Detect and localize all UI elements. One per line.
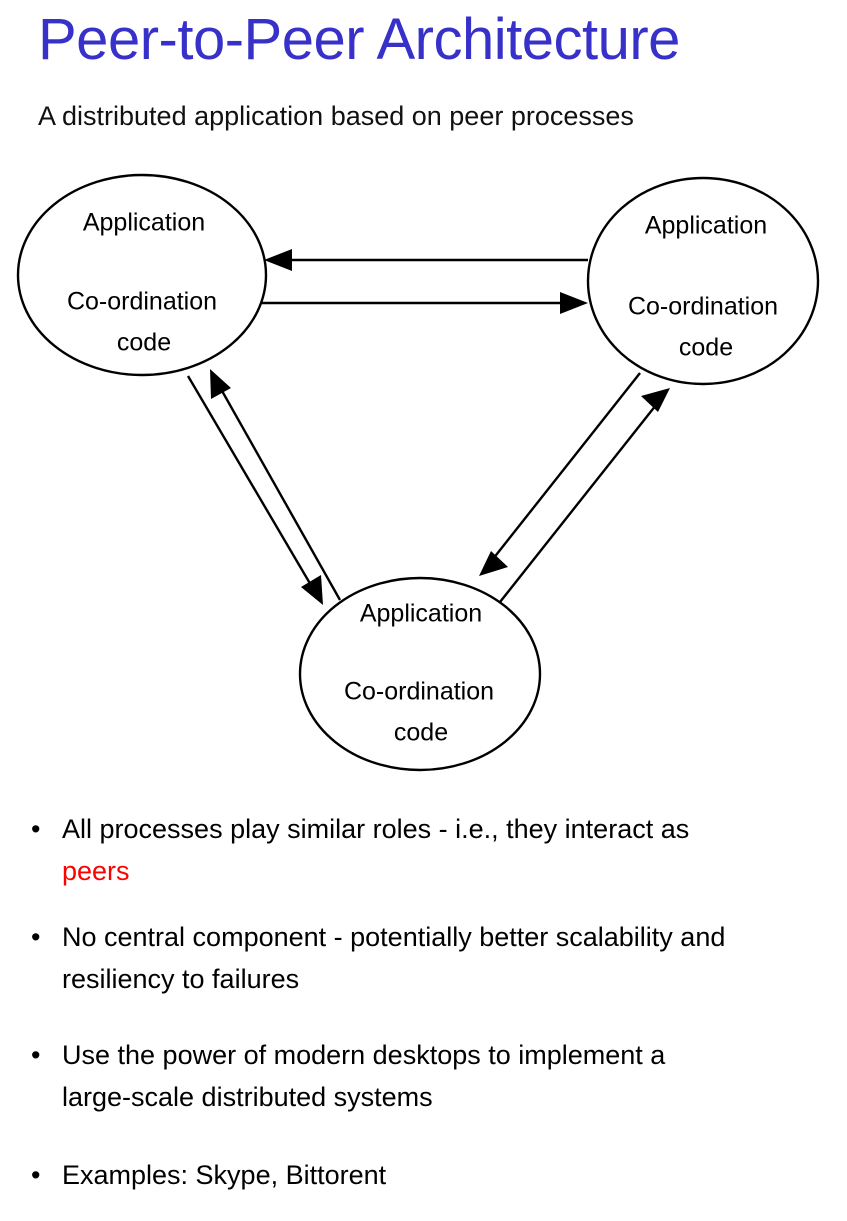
bullet-marker-icon: •	[31, 814, 41, 844]
bullet-marker-icon: •	[31, 1040, 41, 1070]
peer-node-coordination-label: Co-ordination	[628, 293, 778, 321]
peer-node-code-label: code	[394, 719, 448, 747]
peer-node-ellipse	[298, 576, 542, 772]
peer-node-ellipse	[16, 173, 268, 377]
peer-to-peer-diagram: Application Co-ordination code Applicati…	[0, 160, 847, 800]
peer-node-coordination-label: Co-ordination	[67, 288, 217, 316]
peer-node-application-label: Application	[645, 212, 767, 240]
bullet-text-segment: Use the power of modern desktops to impl…	[62, 1040, 666, 1112]
list-item: • All processes play similar roles - i.e…	[0, 808, 847, 892]
peer-node-code-label: code	[117, 329, 171, 357]
edge-bottom-to-topright	[499, 388, 670, 603]
edge-topright-to-bottom	[479, 372, 641, 576]
edge-right-to-left-top	[264, 249, 588, 271]
peer-node-top-left[interactable]: Application Co-ordination code	[16, 173, 268, 377]
peer-node-top-right[interactable]: Application Co-ordination code	[586, 176, 820, 386]
list-item: • Examples: Skype, Bittorent	[0, 1154, 847, 1196]
peer-node-coordination-label: Co-ordination	[344, 678, 494, 706]
page-subtitle: A distributed application based on peer …	[38, 101, 634, 131]
peer-node-application-label: Application	[83, 209, 205, 237]
page-title: Peer-to-Peer Architecture	[38, 7, 680, 72]
edge-bottom-to-topleft	[210, 369, 342, 601]
bullet-text-segment: All processes play similar roles - i.e.,…	[62, 814, 690, 844]
bullet-marker-icon: •	[31, 1160, 41, 1190]
bullet-text: Examples: Skype, Bittorent	[62, 1154, 847, 1196]
bullet-marker-icon: •	[31, 922, 41, 952]
peer-node-application-label: Application	[360, 600, 482, 628]
list-item: • Use the power of modern desktops to im…	[0, 1034, 847, 1118]
peer-node-ellipse	[586, 176, 820, 386]
peer-node-code-label: code	[679, 334, 733, 362]
bullet-text-segment: No central component - potentially bette…	[62, 922, 726, 994]
peer-node-bottom[interactable]: Application Co-ordination code	[298, 576, 542, 772]
bullet-text: Use the power of modern desktops to impl…	[62, 1034, 847, 1118]
bullet-text-accent: peers	[62, 856, 130, 886]
bullet-text: All processes play similar roles - i.e.,…	[62, 808, 847, 892]
bullet-list: • All processes play similar roles - i.e…	[0, 808, 847, 1220]
edge-topleft-to-bottom	[186, 375, 323, 605]
bullet-text: No central component - potentially bette…	[62, 916, 847, 1000]
edge-left-to-right-bottom	[262, 292, 588, 314]
list-item: • No central component - potentially bet…	[0, 916, 847, 1000]
bullet-text-segment: Examples: Skype, Bittorent	[62, 1160, 387, 1190]
